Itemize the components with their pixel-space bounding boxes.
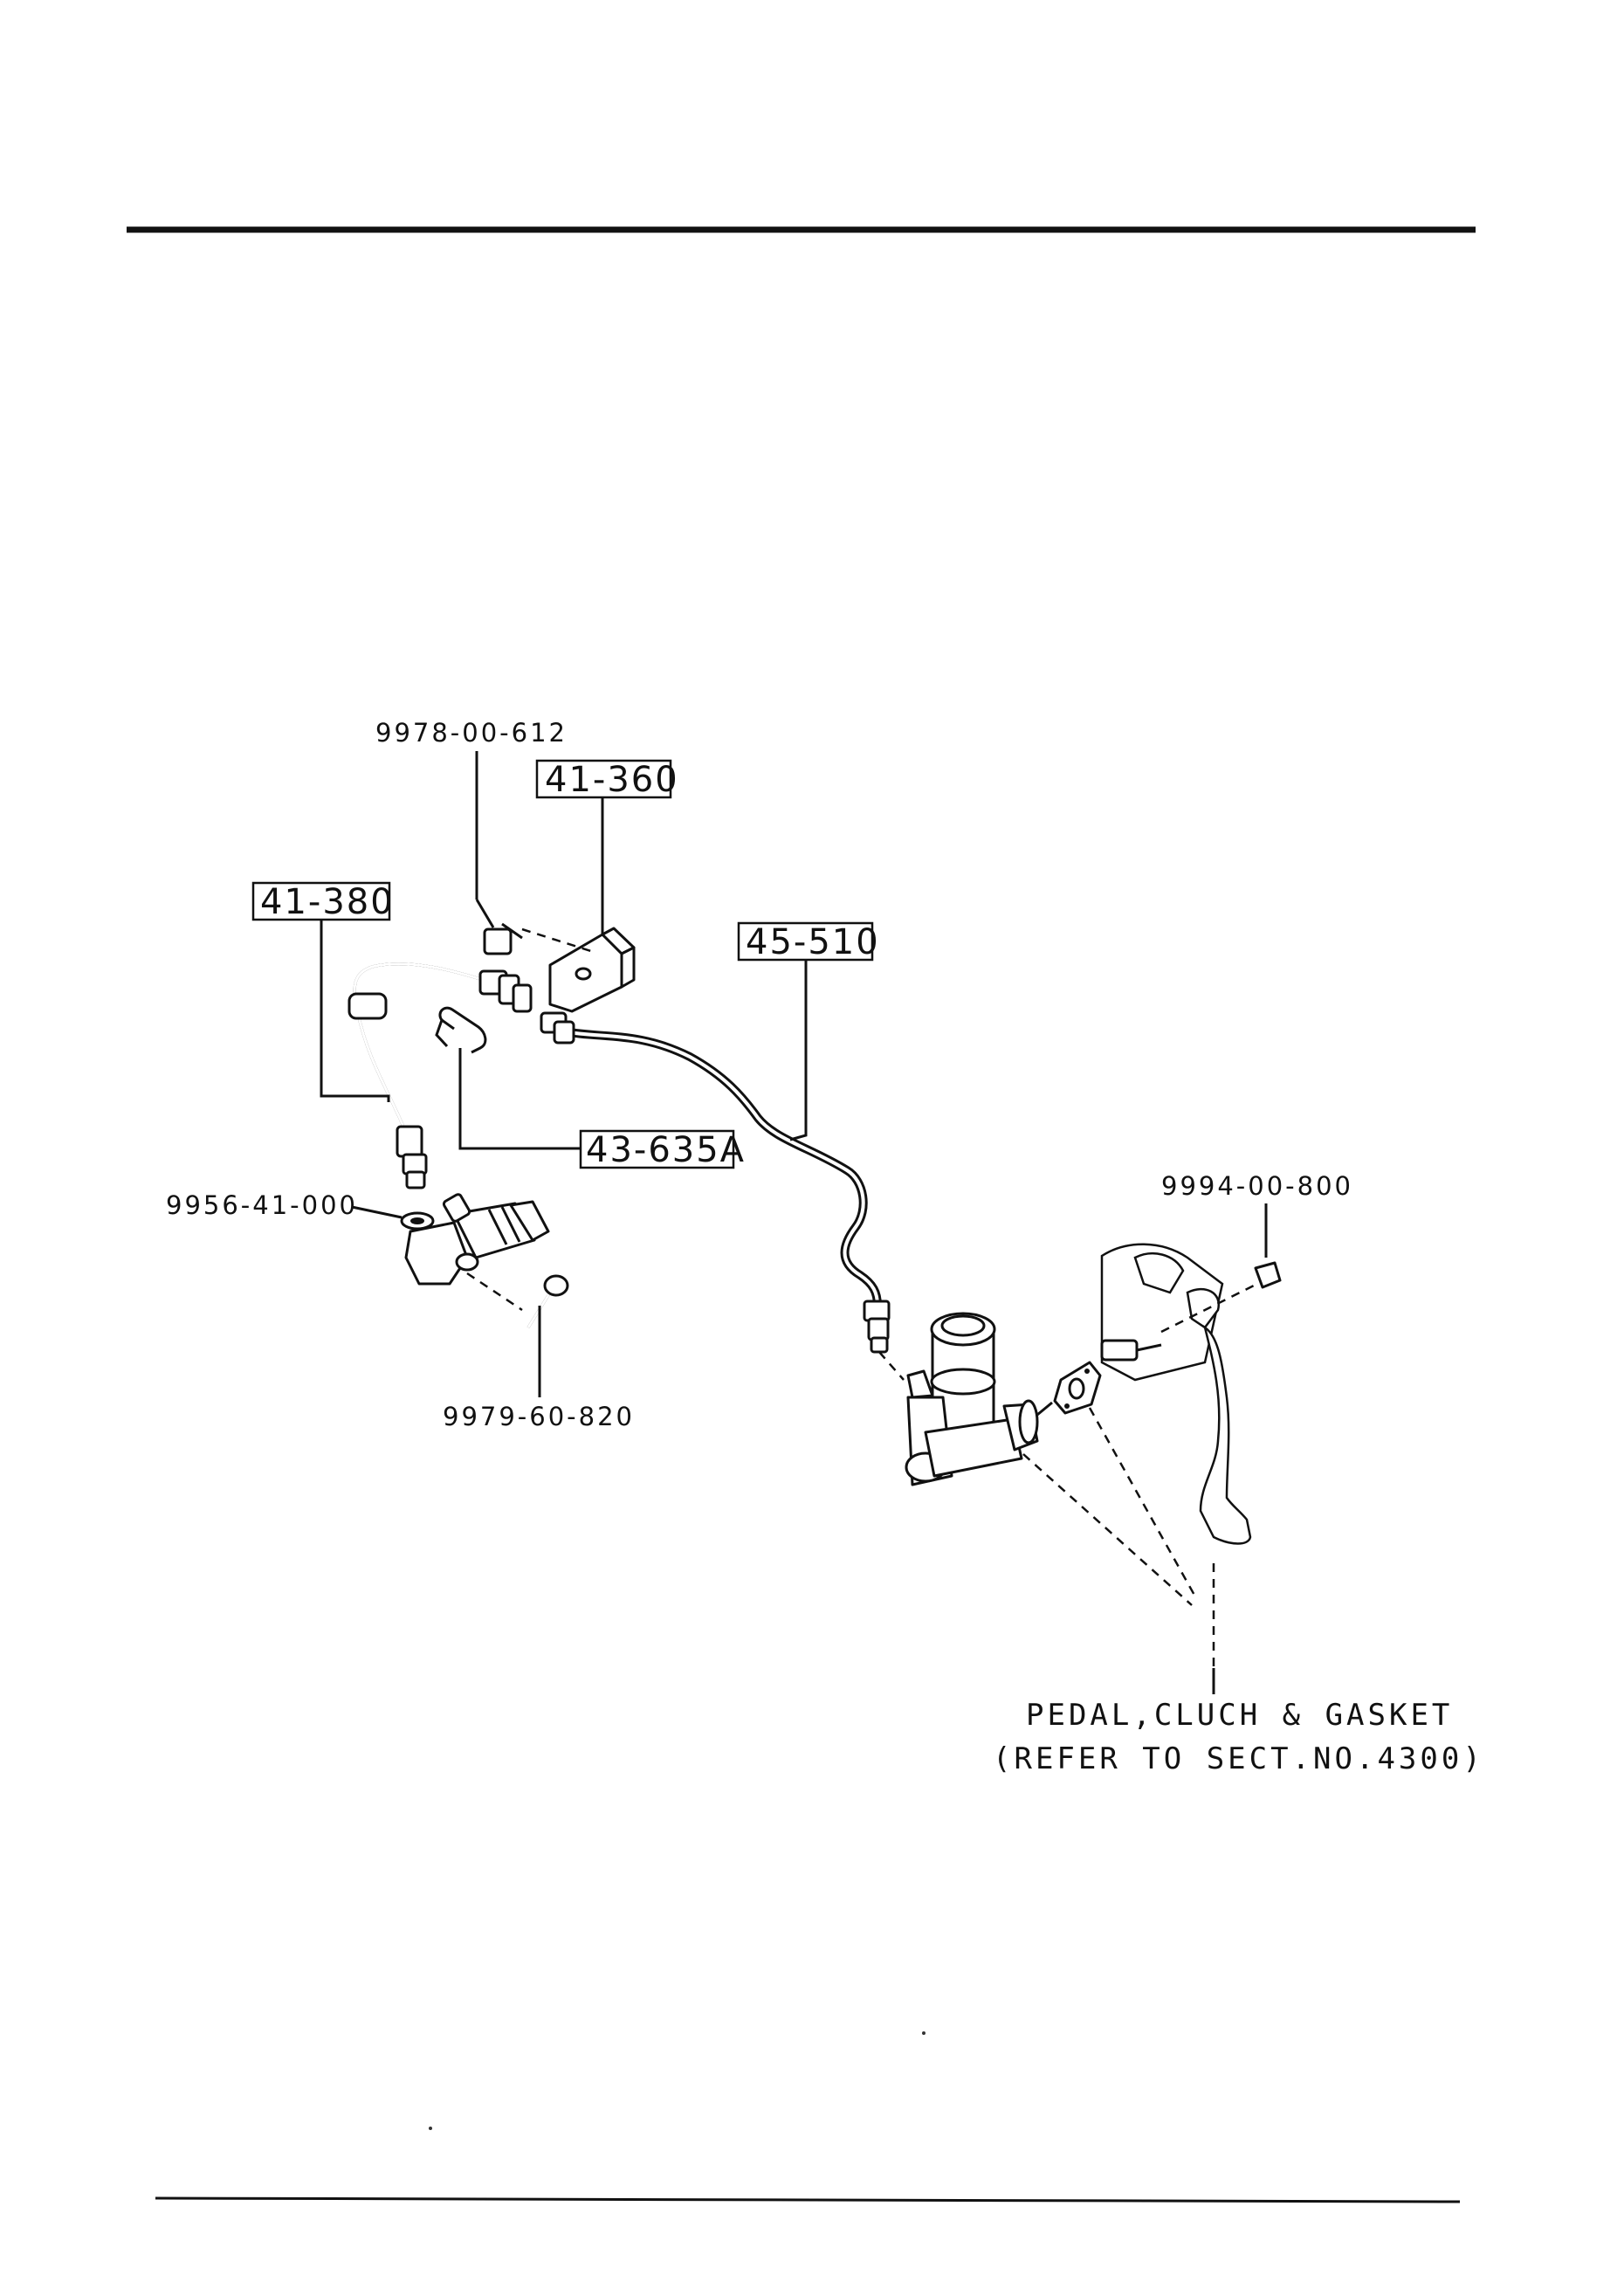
callout-bracket-box <box>535 759 672 799</box>
callout-hose: 41-380 <box>260 882 395 922</box>
callout-washer: 9956-41-000 <box>166 1190 358 1220</box>
callout-bolt-bottom: 9979-60-820 <box>443 1402 635 1431</box>
hose-bracket <box>548 927 636 1013</box>
callout-hose-box <box>251 881 391 921</box>
speck <box>922 2031 926 2035</box>
pedal-assembly <box>1022 1243 1282 1668</box>
callout-clip: 43-635A <box>586 1130 746 1170</box>
release-cylinder <box>400 1193 550 1312</box>
hose-clip <box>435 1006 487 1054</box>
top-bolt <box>483 922 595 955</box>
bottom-bolt <box>526 1274 569 1328</box>
callout-bolt-top: 9978-00-612 <box>375 718 568 748</box>
clutch-hose <box>348 962 533 1189</box>
gasket <box>1053 1361 1102 1415</box>
callout-pipe-box <box>737 921 874 962</box>
note-line-1: PEDAL,CLUCH & GASKET <box>1026 1698 1453 1733</box>
callout-pipe: 45-510 <box>746 922 880 962</box>
callout-nut: 9994-00-800 <box>1161 1171 1353 1201</box>
note-line-2: (REFER TO SECT.NO.4300) <box>993 1741 1484 1776</box>
clutch-pipe <box>540 1011 905 1381</box>
master-cylinder <box>905 1312 1053 1486</box>
bottom-rule <box>155 2196 1461 2203</box>
speck <box>429 2127 432 2130</box>
callout-bracket: 41-360 <box>545 760 679 800</box>
leader-lines <box>320 751 1268 1694</box>
callout-clip-box <box>579 1129 735 1169</box>
